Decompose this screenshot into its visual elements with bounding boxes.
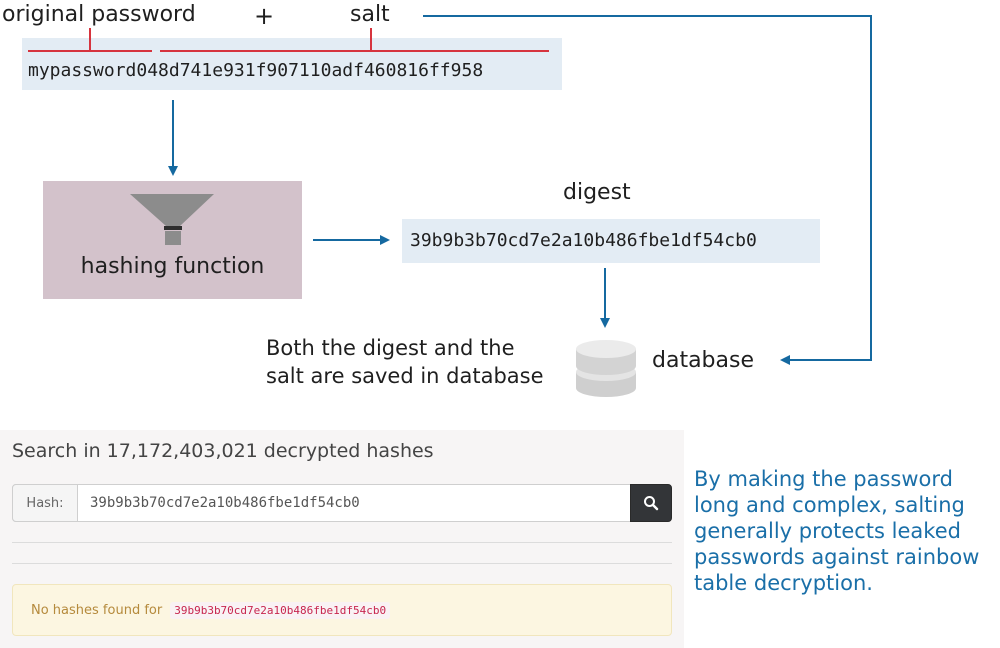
divider bbox=[12, 542, 672, 543]
password-salt-string: mypassword048d741e931f907110adf460816ff9… bbox=[28, 60, 483, 81]
salt-text: 048d741e931f907110adf460816ff958 bbox=[136, 60, 484, 81]
hashing-function-label: hashing function bbox=[80, 254, 265, 279]
search-button[interactable] bbox=[630, 484, 672, 522]
alert-text: No hashes found for bbox=[31, 602, 163, 618]
salt-bracket bbox=[160, 28, 549, 52]
original-password-label: original password bbox=[2, 2, 196, 27]
arrow-salt-to-database bbox=[423, 15, 872, 365]
search-icon bbox=[644, 496, 659, 511]
plus-sign: + bbox=[254, 2, 275, 30]
divider bbox=[12, 563, 672, 564]
password-bracket bbox=[28, 28, 152, 52]
salt-label: salt bbox=[350, 2, 390, 27]
alert-hash-code: 39b9b3b70cd7e2a10b486fbe1df54cb0 bbox=[170, 601, 391, 619]
salting-note: By making the password long and complex,… bbox=[694, 467, 980, 595]
password-salt-box bbox=[22, 38, 562, 90]
digest-label: digest bbox=[563, 180, 631, 205]
database-label: database bbox=[652, 348, 754, 373]
digest-text: 39b9b3b70cd7e2a10b486fbe1df54cb0 bbox=[410, 230, 757, 251]
database-icon bbox=[576, 340, 636, 397]
no-results-alert: No hashes found for 39b9b3b70cd7e2a10b48… bbox=[12, 584, 672, 636]
funnel-icon bbox=[130, 194, 214, 245]
search-title: Search in 17,172,403,021 decrypted hashe… bbox=[12, 440, 434, 462]
hash-search-input[interactable] bbox=[80, 486, 628, 520]
saved-in-database-note: Both the digest and the salt are saved i… bbox=[266, 336, 544, 388]
digest-box bbox=[402, 219, 820, 263]
password-text: mypassword bbox=[28, 60, 137, 81]
hash-input-addon: Hash: bbox=[12, 484, 78, 522]
